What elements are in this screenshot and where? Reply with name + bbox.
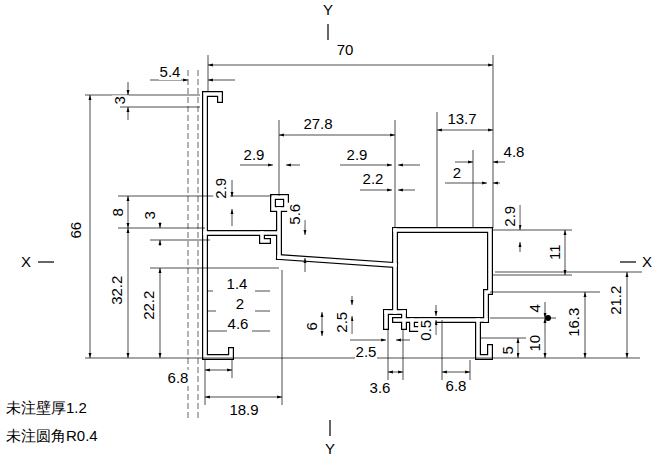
dimension-label: 8 bbox=[110, 207, 127, 217]
axis-label: Y bbox=[324, 441, 336, 458]
axis-label: Y bbox=[322, 2, 334, 19]
dimension-label: 70 bbox=[336, 42, 355, 59]
dimension-label: 2.5 bbox=[334, 311, 351, 334]
dimension-label: 5.4 bbox=[159, 64, 182, 81]
dimension-label: 66 bbox=[68, 221, 85, 240]
dimension-label: 6 bbox=[304, 321, 321, 331]
dimension-label: 27.8 bbox=[302, 116, 333, 133]
dimension-label: 4.6 bbox=[227, 316, 250, 333]
dimension-label: 2.9 bbox=[346, 147, 369, 164]
dimension-label: 32.2 bbox=[110, 274, 127, 305]
dimension-label: 1.4 bbox=[226, 276, 249, 293]
dimension-label: 5.6 bbox=[287, 203, 304, 226]
dimension-label: 3 bbox=[142, 210, 159, 220]
dimension-label: 0.5 bbox=[418, 319, 435, 342]
dimension-label: 2.9 bbox=[243, 147, 266, 164]
dimension-label: 22.2 bbox=[142, 289, 159, 320]
dimension-label: 2.2 bbox=[362, 171, 385, 188]
dimension-label: 2.5 bbox=[355, 344, 378, 361]
dimension-label: 10 bbox=[527, 334, 544, 353]
dimension-label: 4 bbox=[527, 303, 544, 313]
dimension-label: 6.8 bbox=[445, 378, 468, 395]
dimension-label: 2 bbox=[452, 165, 462, 182]
note-text: 未注壁厚1.2 bbox=[5, 400, 88, 417]
dimension-label: 5 bbox=[500, 345, 517, 355]
dimension-label: 4.8 bbox=[503, 144, 526, 161]
axis-label: X bbox=[20, 254, 32, 271]
axis-label: X bbox=[641, 254, 653, 271]
dimension-label: 11 bbox=[547, 243, 564, 261]
dimension-label: 16.3 bbox=[567, 306, 584, 337]
dimension-label: 3.6 bbox=[369, 380, 392, 397]
dimension-label: 3 bbox=[112, 95, 129, 105]
dimension-label: 2 bbox=[235, 296, 245, 313]
dimension-label: 2.9 bbox=[213, 177, 230, 200]
dimension-label: 21.2 bbox=[609, 284, 626, 315]
dimension-label: 6.8 bbox=[167, 370, 190, 387]
dimension-label: 18.9 bbox=[228, 402, 259, 419]
dimension-label: 2.9 bbox=[502, 205, 519, 228]
note-text: 未注圆角R0.4 bbox=[5, 428, 99, 445]
dimension-label: 13.7 bbox=[446, 111, 477, 128]
